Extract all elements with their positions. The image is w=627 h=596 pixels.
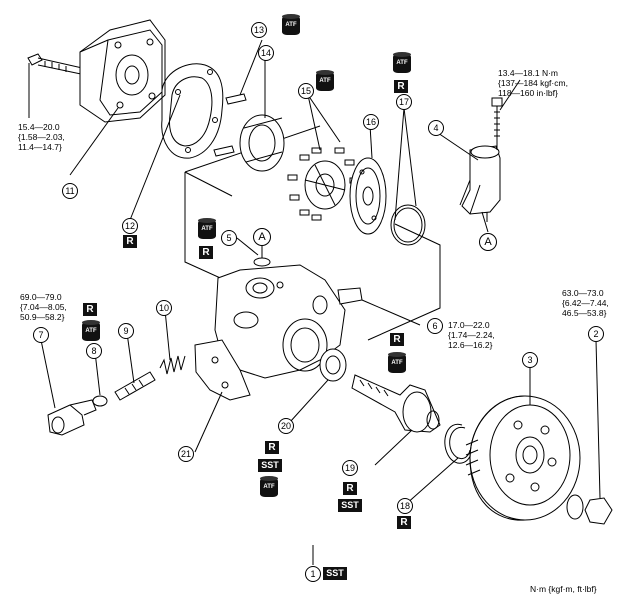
gasket-12-shape [161, 63, 224, 159]
bolt-11-shape [27, 53, 101, 79]
snap-ring-18-shape [444, 423, 473, 464]
union-4-shape [459, 97, 503, 215]
pulley-3-shape [465, 395, 581, 521]
callout-5: 5 [221, 230, 237, 246]
callout-8: 8 [86, 343, 102, 359]
pressure-plate-16-shape [349, 157, 387, 235]
r-mark-5: R [199, 246, 213, 259]
units-legend: N·m {kgf·m, ft·lbf} [530, 584, 597, 594]
shaft-19-shape [351, 374, 441, 433]
callout-18: 18 [397, 498, 413, 514]
spring-10-shape [159, 355, 186, 375]
o-ring-5-shape [253, 257, 271, 267]
r-mark-20: R [265, 441, 279, 454]
pump-body-21-shape [194, 264, 346, 401]
callout-6: 6 [427, 318, 443, 334]
callout-21: 21 [178, 446, 194, 462]
atf-icon-14: ATF [282, 14, 300, 36]
callout-9: 9 [118, 323, 134, 339]
rotor-15-shape [287, 147, 360, 221]
r-mark-19: R [343, 482, 357, 495]
callout-1: 1 [305, 566, 321, 582]
leader-lines [28, 39, 601, 565]
marker-a-union: A [479, 233, 497, 251]
callout-13: 13 [251, 22, 267, 38]
pin-13-shapes [213, 93, 247, 157]
torque-nut-2: 63.0—73.0{6.42—7.44,46.5—53.8} [562, 288, 609, 318]
nut-2-shape [584, 497, 613, 525]
callout-11: 11 [62, 183, 78, 199]
atf-icon-20: ATF [260, 476, 278, 498]
marker-a-body: A [253, 228, 271, 246]
o-ring-8-shape [92, 395, 108, 407]
callout-15: 15 [298, 83, 314, 99]
atf-icon-15: ATF [316, 70, 334, 92]
torque-union-4: 13.4—18.1 N·m{137—184 kgf·cm,118—160 in·… [498, 68, 568, 98]
rear-cover-11-shape [79, 19, 166, 123]
atf-icon-8: ATF [82, 320, 100, 342]
torque-fitting-6: 17.0—22.0{1.74—2.24,12.6—16.2} [448, 320, 495, 350]
r-mark-17: R [394, 80, 408, 93]
torque-bolt-11: 15.4—20.0{1.58—2.03,11.4—14.7} [18, 122, 65, 152]
callout-4: 4 [428, 120, 444, 136]
cam-ring-14-shape [239, 114, 285, 172]
r-mark-18: R [397, 516, 411, 529]
atf-icon-6: ATF [388, 352, 406, 374]
callout-17: 17 [396, 94, 412, 110]
callout-14: 14 [258, 45, 274, 61]
callout-16: 16 [363, 114, 379, 130]
callout-3: 3 [522, 352, 538, 368]
atf-icon-17: ATF [393, 52, 411, 74]
r-mark-12: R [123, 235, 137, 248]
sst-mark-19: SST [338, 499, 362, 512]
r-mark-6: R [390, 333, 404, 346]
washer-shape [566, 494, 584, 520]
valve-9-shape [114, 371, 156, 401]
callout-7: 7 [33, 327, 49, 343]
sst-mark-1: SST [323, 567, 347, 580]
callout-10: 10 [156, 300, 172, 316]
callout-12: 12 [122, 218, 138, 234]
callout-19: 19 [342, 460, 358, 476]
o-ring-17-shape [390, 204, 426, 246]
atf-icon-5: ATF [198, 218, 216, 240]
oil-seal-20-shape [319, 348, 347, 382]
sst-mark-20: SST [258, 459, 282, 472]
r-mark-8: R [83, 303, 97, 316]
connector-7-shape [47, 399, 97, 436]
frame-box-outline [184, 171, 233, 197]
callout-20: 20 [278, 418, 294, 434]
callout-2: 2 [588, 326, 604, 342]
torque-connector-7: 69.0—79.0{7.04—8.05,50.9—58.2} [20, 292, 67, 322]
